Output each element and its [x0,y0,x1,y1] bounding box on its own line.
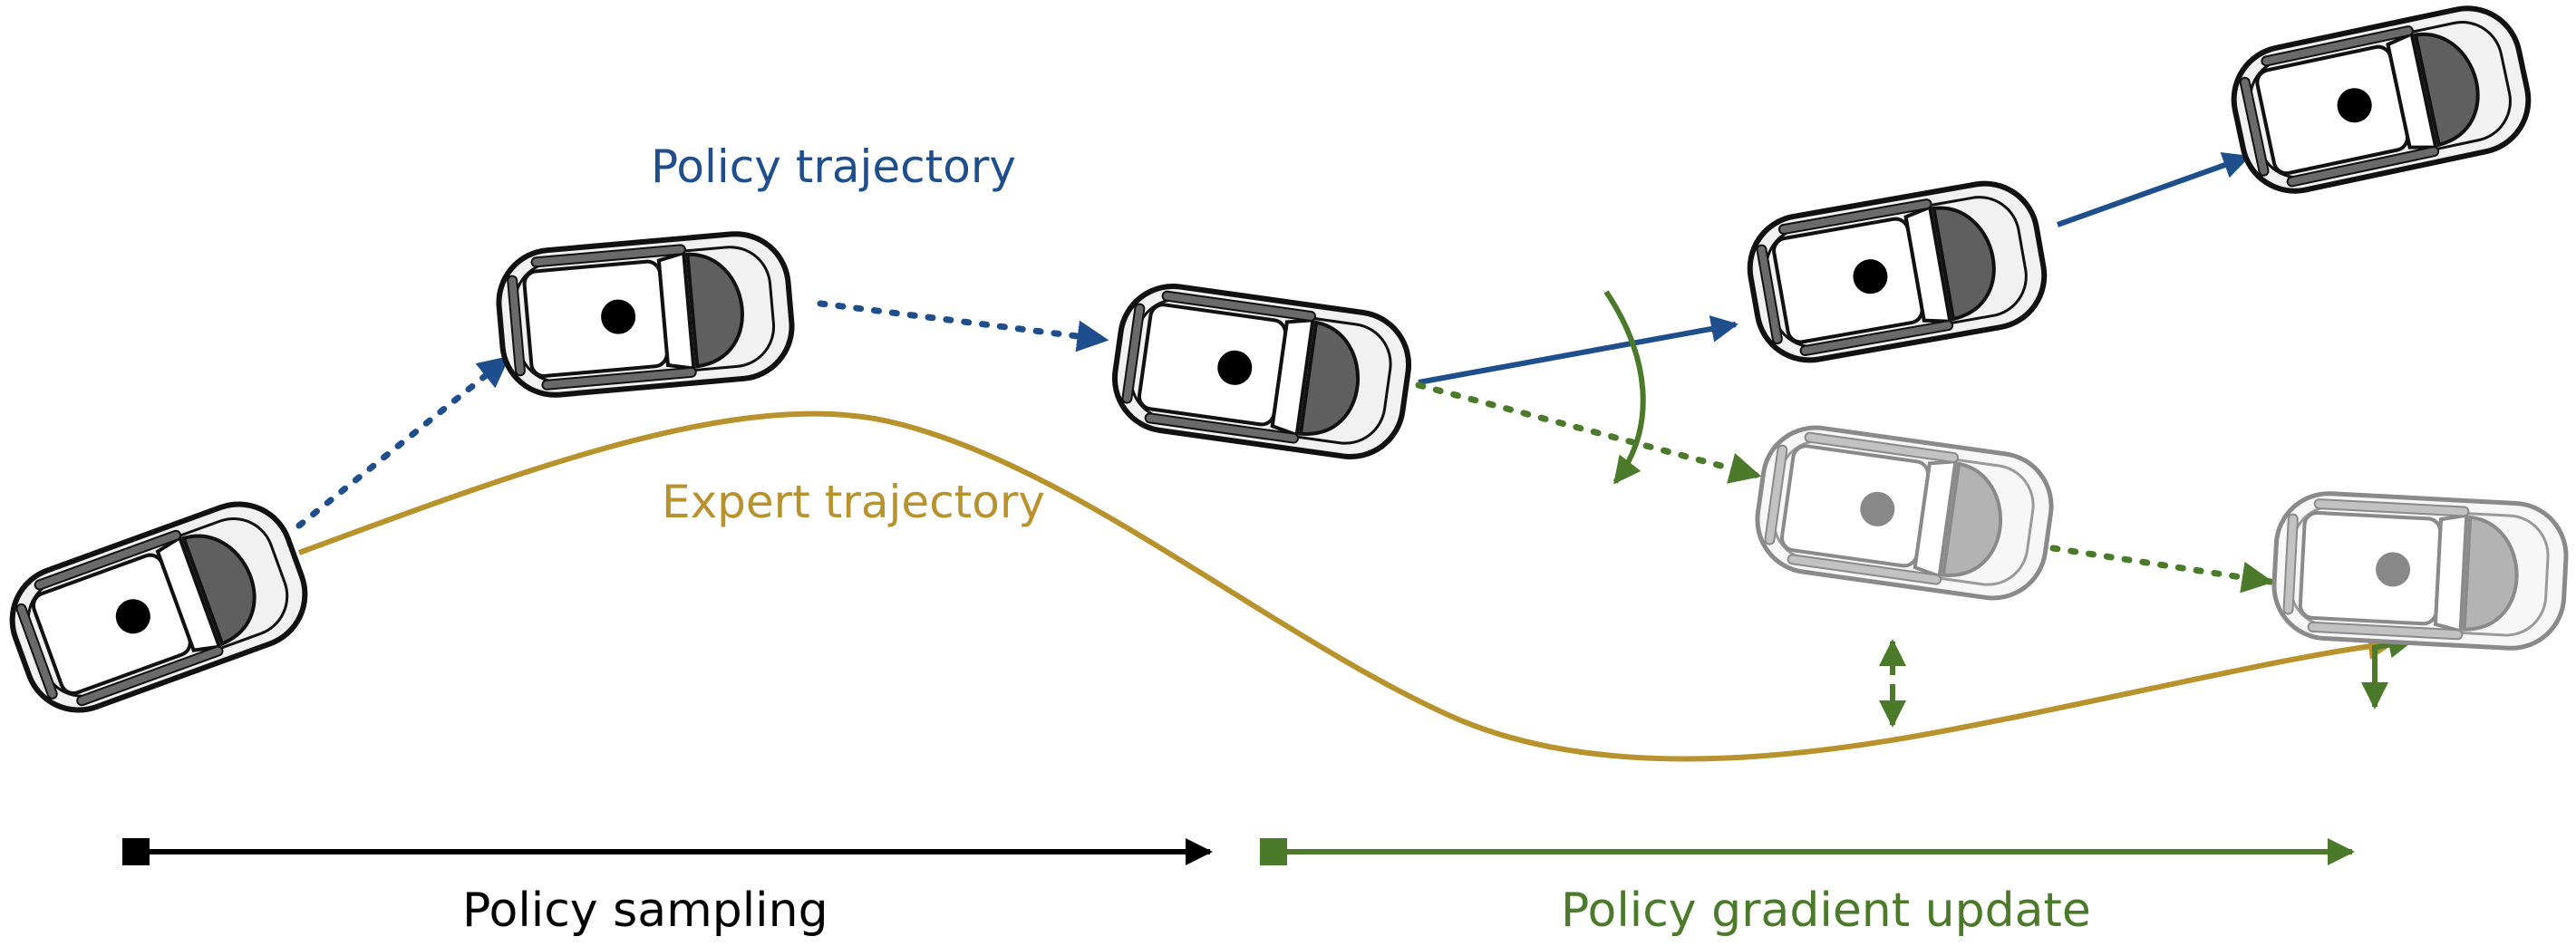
car-icon [0,489,320,725]
policy-dotted-arrow-2 [817,300,1109,352]
policy-gradient-update-label: Policy gradient update [1561,883,2091,938]
policy-dotted-arrow-1 [295,354,511,529]
ghost-car-icon [1750,421,2058,605]
policy-sampling-label: Policy sampling [462,883,828,938]
car-icon [1742,175,2053,368]
car-icon [495,229,797,399]
ghost-car-icon [2271,491,2569,652]
expert-trajectory-curve [297,410,2396,762]
policy-solid-arrow-2 [2056,151,2251,227]
gradient-dotted-arrow-1 [1415,381,1762,484]
policy-solid-arrow-1 [1418,315,1738,385]
gradient-dotted-arrow-2 [2049,545,2274,594]
curved-rotation-arrow-icon [1603,290,1646,485]
expert-trajectory-label: Expert trajectory [662,476,1046,528]
policy-trajectory-label: Policy trajectory [651,140,1017,193]
car-icon [1108,280,1415,464]
car-icon [2224,0,2538,201]
